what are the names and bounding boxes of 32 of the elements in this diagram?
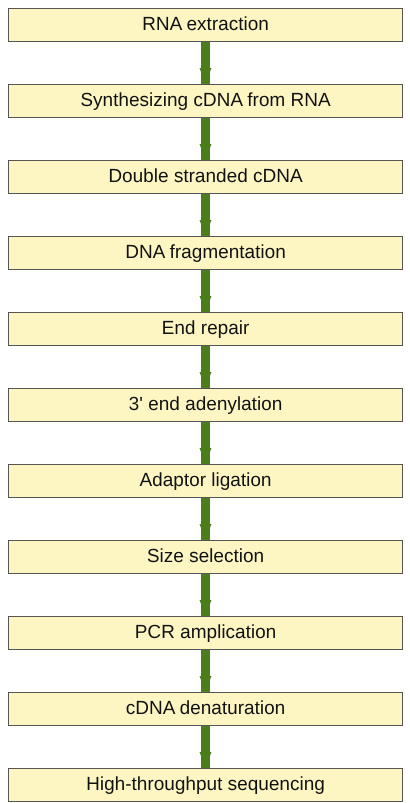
arrow: [200, 346, 212, 388]
step-label: End repair: [162, 318, 250, 340]
arrow: [200, 574, 212, 616]
process-box: [8, 540, 403, 574]
step-label: Double stranded cDNA: [108, 166, 303, 188]
arrow: [200, 422, 212, 464]
process-box: [8, 388, 403, 422]
process-box: [8, 464, 403, 498]
step-label: Synthesizing cDNA from RNA: [80, 90, 331, 112]
arrow: [200, 118, 212, 160]
arrow: [200, 498, 212, 540]
step-label: cDNA denaturation: [126, 698, 286, 720]
arrow: [200, 270, 212, 312]
step-label: High-throughput sequencing: [86, 774, 325, 796]
process-box: [8, 692, 403, 726]
process-box: [8, 84, 403, 118]
arrow: [200, 726, 212, 768]
step-label: Adaptor ligation: [139, 470, 272, 492]
step-label: Size selection: [146, 546, 264, 568]
process-box: [8, 160, 403, 194]
step-label: 3' end adenylation: [128, 394, 282, 416]
arrow: [200, 194, 212, 236]
step-label: DNA fragmentation: [125, 242, 286, 264]
process-box: [8, 8, 403, 42]
arrow: [200, 42, 212, 84]
arrow: [200, 650, 212, 692]
process-box: [8, 768, 403, 802]
step-label: RNA extraction: [142, 14, 269, 36]
step-label: PCR amplication: [134, 622, 276, 644]
process-box: [8, 312, 403, 346]
process-box: [8, 236, 403, 270]
process-box: [8, 616, 403, 650]
